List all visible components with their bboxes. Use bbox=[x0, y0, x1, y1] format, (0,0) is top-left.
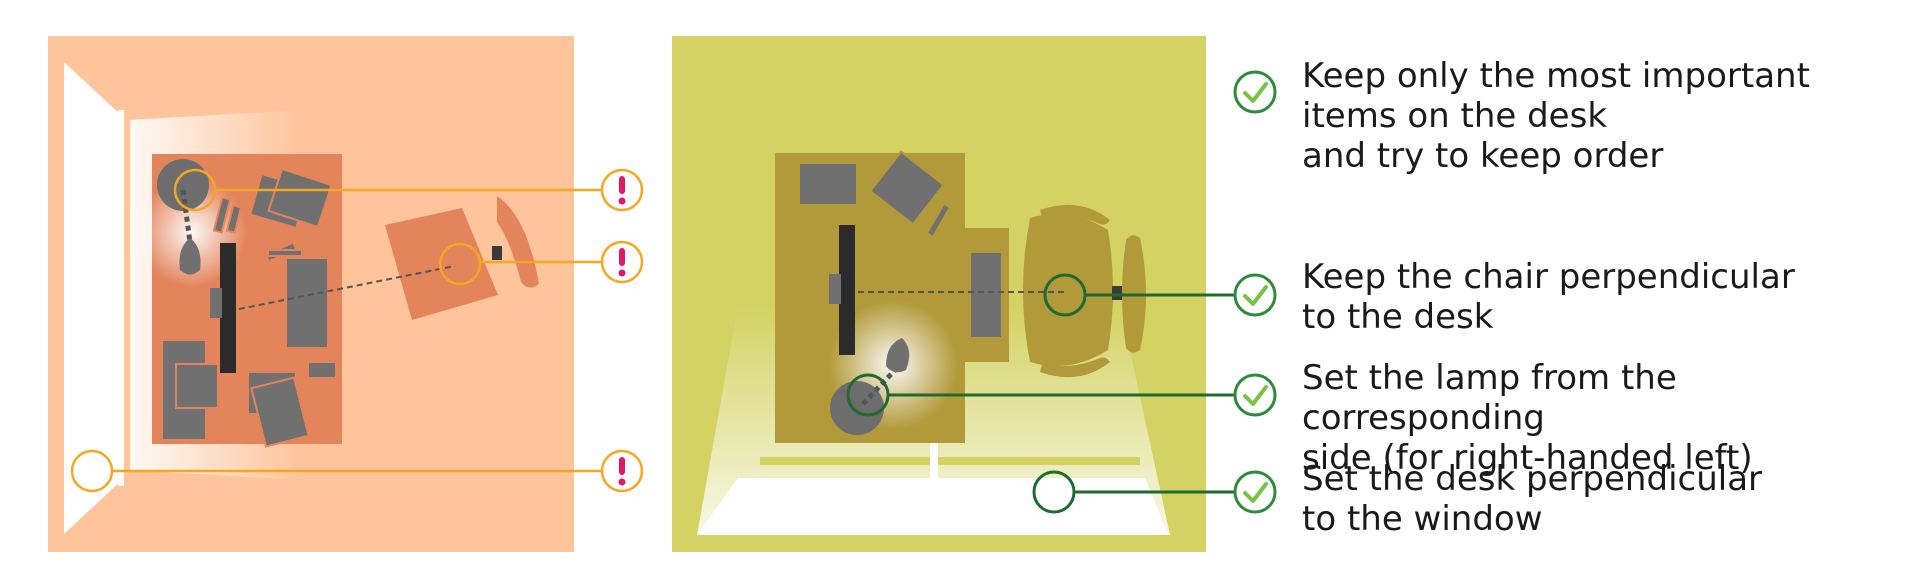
bad-monitor bbox=[220, 243, 236, 373]
bad-window bbox=[64, 62, 124, 534]
good-lamp bbox=[830, 338, 910, 435]
bad-clutter bbox=[161, 167, 337, 448]
bad-setup-panel bbox=[48, 36, 644, 552]
good-monitor bbox=[839, 225, 855, 355]
tip-desk-order: Keep only the most important items on th… bbox=[1302, 56, 1810, 176]
bad-callouts bbox=[70, 168, 602, 493]
bad-lamp bbox=[157, 159, 209, 275]
good-chair bbox=[965, 204, 1146, 378]
good-setup-panel bbox=[672, 36, 1236, 552]
checkmark-circle-icon bbox=[1233, 373, 1277, 417]
exclamation-circle-icon bbox=[600, 240, 644, 284]
tip-chair-perpendicular: Keep the chair perpendicular to the desk bbox=[1302, 257, 1795, 337]
good-items bbox=[798, 150, 952, 239]
bad-chair bbox=[385, 196, 539, 320]
tip-desk-window: Set the desk perpendicular to the window bbox=[1302, 459, 1763, 539]
checkmark-circle-icon bbox=[1233, 273, 1277, 317]
exclamation-circle-icon bbox=[600, 168, 644, 212]
tip-lamp-side: Set the lamp from the corresponding side… bbox=[1302, 358, 1753, 478]
checkmark-circle-icon bbox=[1233, 70, 1277, 114]
good-window bbox=[697, 440, 1168, 535]
good-callouts bbox=[846, 273, 1236, 514]
checkmark-circle-icon bbox=[1233, 470, 1277, 514]
exclamation-circle-icon bbox=[600, 449, 644, 493]
